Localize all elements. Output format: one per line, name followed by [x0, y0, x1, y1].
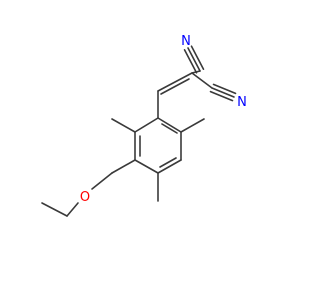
oxygen-label: O: [80, 190, 90, 205]
bond-c-to-right-nitrile: [191, 72, 213, 89]
benzene-ring: [134, 117, 182, 174]
bond-ring-to-ch2: [111, 159, 136, 174]
methyl-bond-left: [111, 118, 136, 133]
bond-o-to-ch2: [66, 202, 79, 217]
nitrile-bond-right: [209, 83, 237, 102]
molecule-diagram: N N O: [41, 34, 247, 217]
bond-ethyl: [41, 202, 68, 217]
bond-ch2-to-o: [91, 172, 113, 190]
nitrile-bond-upper: [183, 45, 205, 74]
bond-c-to-upper-nitrile: [191, 70, 201, 74]
alkene-double-bond: [157, 72, 193, 95]
methyl-bond-right: [180, 118, 205, 133]
nitrogen-label-upper: N: [181, 34, 191, 49]
nitrogen-label-right: N: [237, 95, 247, 110]
